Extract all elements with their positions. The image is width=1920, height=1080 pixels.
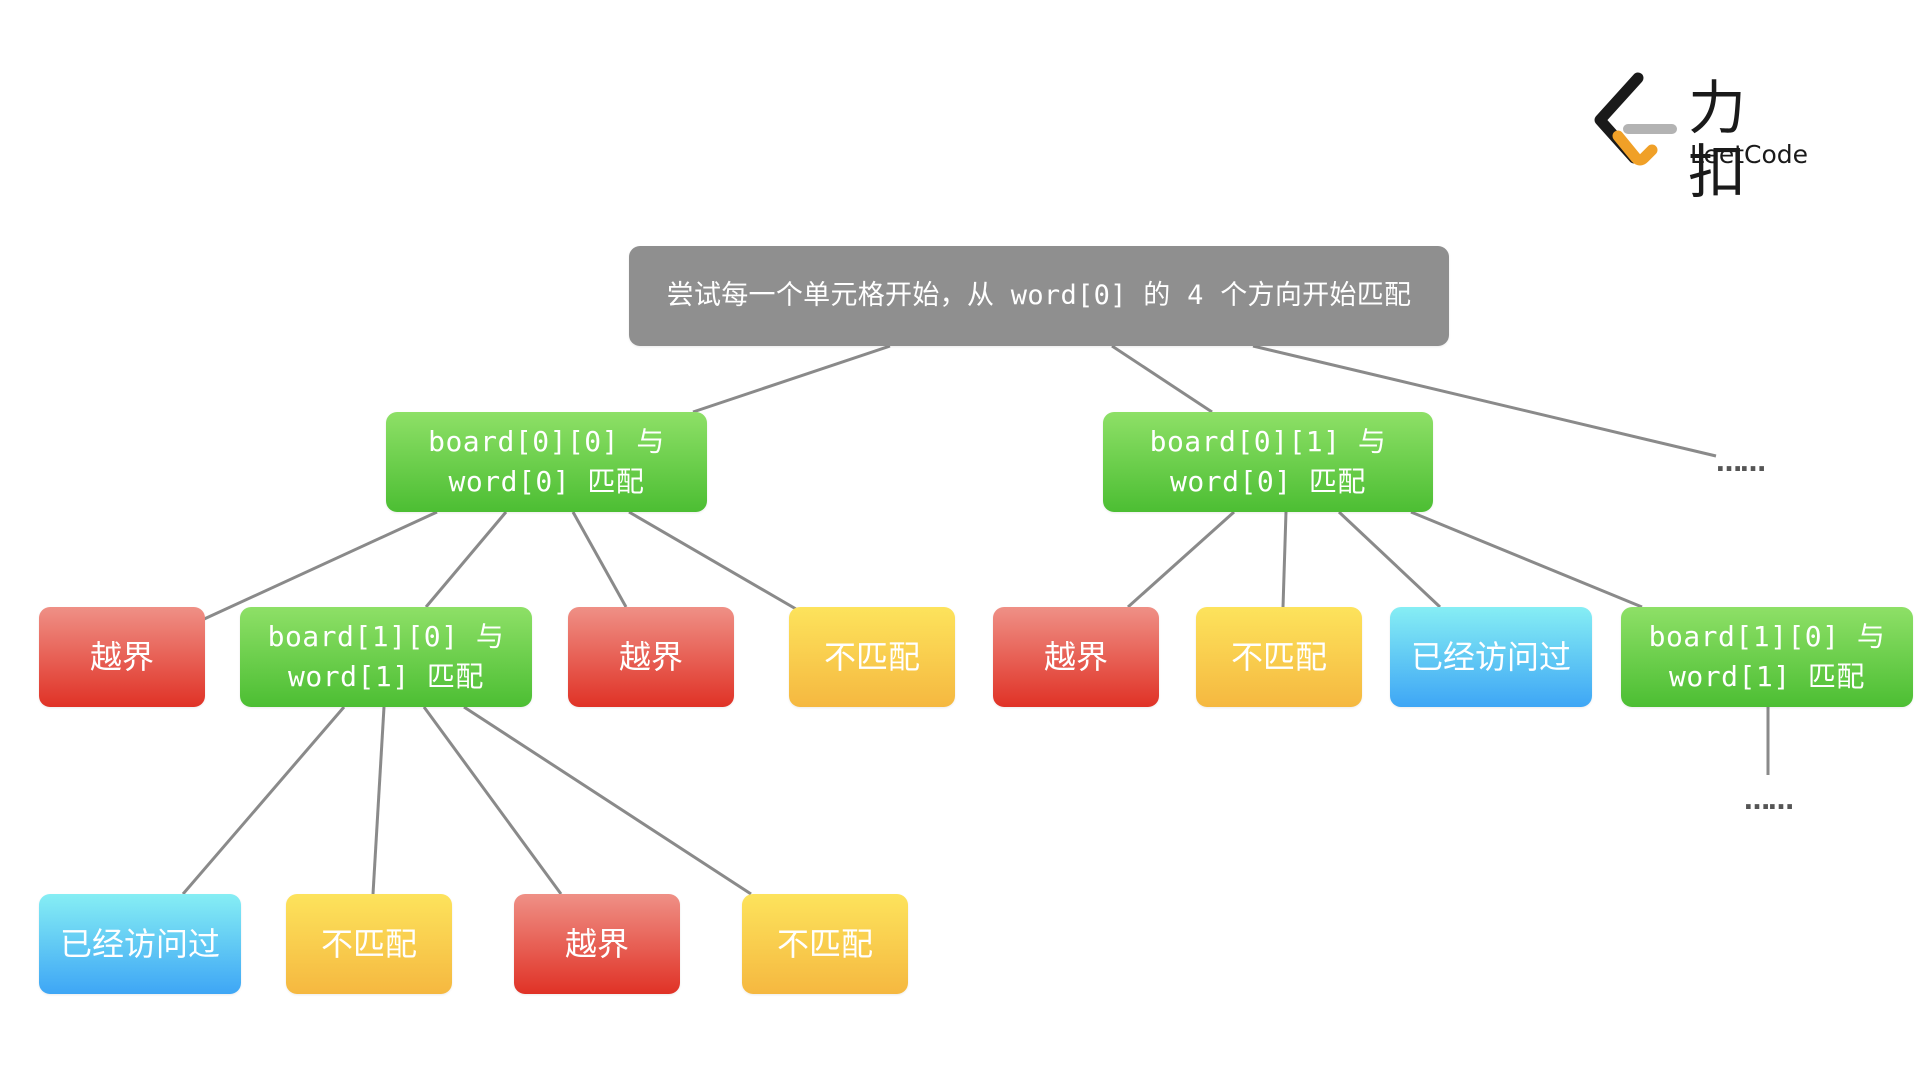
edge-root-l1-left [692, 344, 891, 414]
l2-no-match-node-1: 不匹配 [789, 607, 955, 707]
l2-out-of-bounds-node-1: 越界 [39, 607, 205, 707]
edge-l1left-out2 [571, 511, 628, 608]
edge-l2b-out [422, 706, 563, 895]
logo-english-text: LeetCode [1690, 140, 1809, 169]
edge-root-l1-right [1111, 344, 1213, 414]
l2-match-node-right: board[1][0] 与 word[1] 匹配 [1621, 607, 1913, 707]
l2-out-of-bounds-node-3: 越界 [993, 607, 1159, 707]
l2-out-of-bounds-node-2: 越界 [568, 607, 734, 707]
l2-more-ellipsis: …… [1744, 786, 1794, 816]
l2-visited-node: 已经访问过 [1390, 607, 1592, 707]
l3-out-of-bounds-node: 越界 [514, 894, 680, 994]
leetcode-logo: 力扣 LeetCode [1590, 70, 1810, 204]
logo-chinese-text: 力扣 [1688, 74, 1751, 206]
l1-more-ellipsis: …… [1716, 448, 1766, 478]
edge-l1right-nomatch [1281, 511, 1288, 608]
l2-no-match-node-2: 不匹配 [1196, 607, 1362, 707]
edge-l2b-nomatch1 [371, 706, 386, 895]
root-node: 尝试每一个单元格开始，从 word[0] 的 4 个方向开始匹配 [629, 246, 1449, 346]
edge-l1left-match [424, 511, 508, 608]
l3-no-match-node-1: 不匹配 [286, 894, 452, 994]
l3-no-match-node-2: 不匹配 [742, 894, 908, 994]
l3-visited-node: 已经访问过 [39, 894, 241, 994]
edge-l1right-visited [1337, 510, 1442, 609]
edge-l1left-nomatch [628, 510, 797, 611]
edge-l1right-match [1410, 510, 1643, 609]
l2-match-node-left: board[1][0] 与 word[1] 匹配 [240, 607, 532, 707]
l1-right-match-node: board[0][1] 与 word[0] 匹配 [1103, 412, 1433, 512]
edge-l2b-nomatch2 [463, 705, 752, 896]
l1-left-match-node: board[0][0] 与 word[0] 匹配 [386, 412, 707, 512]
leetcode-logo-icon [1594, 72, 1677, 166]
edge-l1left-out1 [201, 510, 438, 622]
edge-l1right-out [1126, 510, 1236, 609]
edge-l2b-visited [181, 706, 346, 895]
